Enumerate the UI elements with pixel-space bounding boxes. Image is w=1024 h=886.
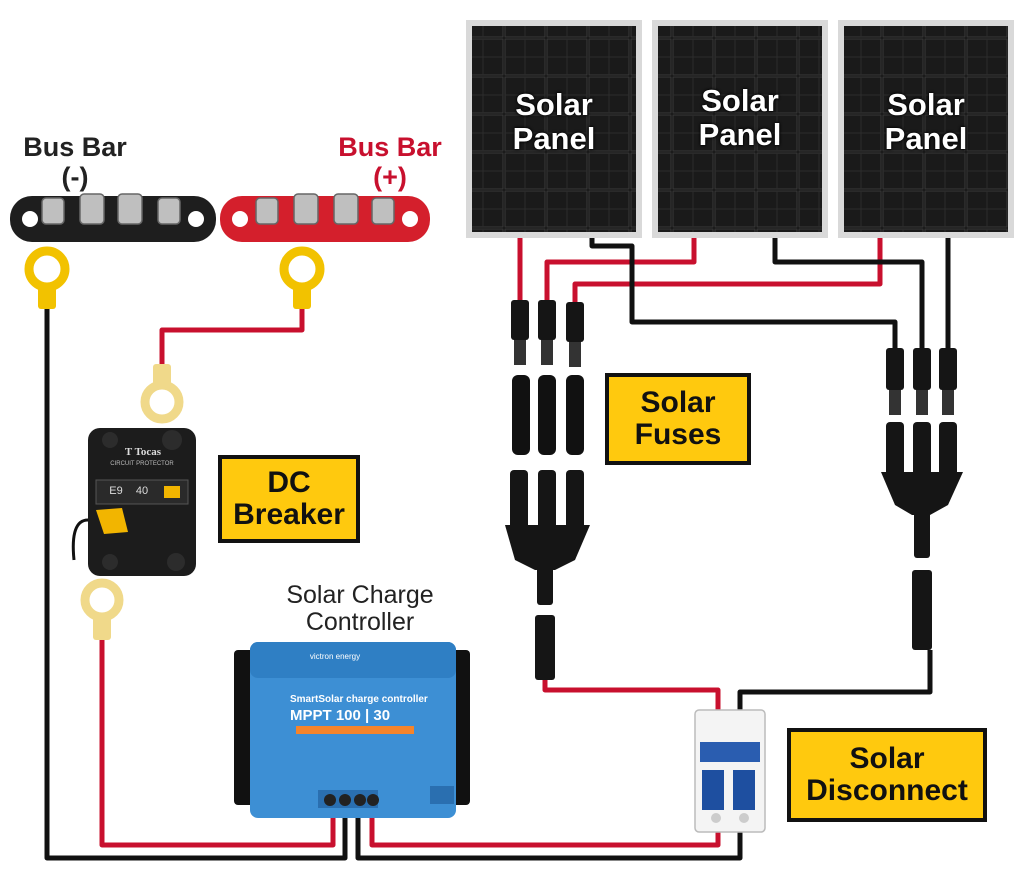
charge-controller-label: Solar Charge Controller	[250, 582, 470, 636]
bus-bar-positive-label: Bus Bar (+)	[330, 132, 450, 192]
bus-bar-positive-title: Bus Bar	[338, 132, 442, 162]
solar-disconnect-callout: Solar Disconnect	[787, 728, 987, 822]
solar-panel-3-label: Solar Panel	[846, 88, 1006, 156]
wire-controller-pv-positive	[369, 810, 721, 848]
wire-negative-busbar-to-controller	[44, 285, 348, 861]
breaker-rating: 40	[135, 485, 149, 497]
wire-positive-busbar-to-breaker	[159, 300, 305, 372]
solar-charge-controller	[234, 642, 470, 818]
wire-breaker-to-controller	[99, 635, 336, 848]
charge-controller-label-line2: Controller	[305, 608, 415, 636]
bus-bar-negative-label: Bus Bar (-)	[15, 132, 135, 192]
dc-breaker	[71, 428, 196, 576]
mc4-connectors-negative	[886, 348, 957, 415]
solar-panel-2	[652, 20, 828, 238]
ring-terminal-breaker-top	[140, 364, 184, 424]
wire-panel1-negative	[589, 238, 898, 350]
controller-brand: victron energy	[309, 652, 361, 661]
solar-fuses-callout: Solar Fuses	[605, 373, 751, 465]
solar-panel-1	[466, 20, 642, 238]
y-branch-connector-positive	[505, 470, 590, 680]
bus-bar-positive-polarity: (+)	[373, 162, 407, 192]
wire-panel2-positive	[544, 238, 697, 300]
bus-bar-positive	[220, 193, 430, 242]
solar-panel-1-label: Solar Panel	[474, 88, 634, 156]
charge-controller-label-line1: Solar Charge	[286, 581, 434, 609]
wire-combiner-positive-to-disconnect	[542, 680, 721, 712]
breaker-subtitle: CIRCUIT PROTECTOR	[110, 461, 174, 467]
breaker-brand: T Tocas	[124, 446, 162, 458]
solar-panel-3-line1: Solar	[887, 87, 965, 122]
dc-breaker-line1: DC	[267, 466, 311, 499]
dc-breaker-line2: Breaker	[233, 498, 345, 531]
wire-combiner-negative-to-disconnect	[737, 650, 933, 712]
inline-solar-fuses	[512, 375, 584, 455]
controller-product-line: SmartSolar charge controller	[290, 694, 428, 705]
bus-bar-negative-title: Bus Bar	[23, 132, 127, 162]
wires	[44, 238, 951, 861]
solar-disconnect-switch	[694, 709, 766, 833]
mc4-connectors-positive	[511, 300, 584, 367]
solar-panel-2-line1: Solar	[701, 83, 779, 118]
solar-panel-1-line1: Solar	[515, 87, 593, 122]
solar-panel-2-line2: Panel	[698, 117, 782, 152]
wire-panel2-negative	[772, 238, 925, 350]
y-branch-connector-negative	[881, 422, 963, 650]
dc-breaker-callout: DC Breaker	[218, 455, 360, 543]
solar-disconnect-line2: Disconnect	[806, 774, 968, 807]
solar-panel-1-line2: Panel	[512, 121, 596, 156]
ring-terminal-positive-busbar	[279, 246, 325, 309]
wire-controller-pv-negative	[355, 810, 743, 861]
ring-terminal-breaker-bottom	[80, 578, 124, 640]
bus-bar-negative	[10, 193, 216, 242]
controller-model: MPPT 100 | 30	[290, 707, 391, 724]
bus-bar-negative-polarity: (-)	[61, 162, 89, 192]
solar-panel-3	[838, 20, 1014, 238]
solar-fuses-line2: Fuses	[634, 418, 722, 451]
breaker-code: E9	[109, 485, 123, 497]
solar-panel-2-label: Solar Panel	[660, 84, 820, 152]
solar-fuses-line1: Solar	[640, 386, 716, 419]
solar-disconnect-line1: Solar	[849, 742, 925, 775]
solar-panel-3-line2: Panel	[884, 121, 968, 156]
ring-terminal-negative-busbar	[24, 246, 70, 309]
